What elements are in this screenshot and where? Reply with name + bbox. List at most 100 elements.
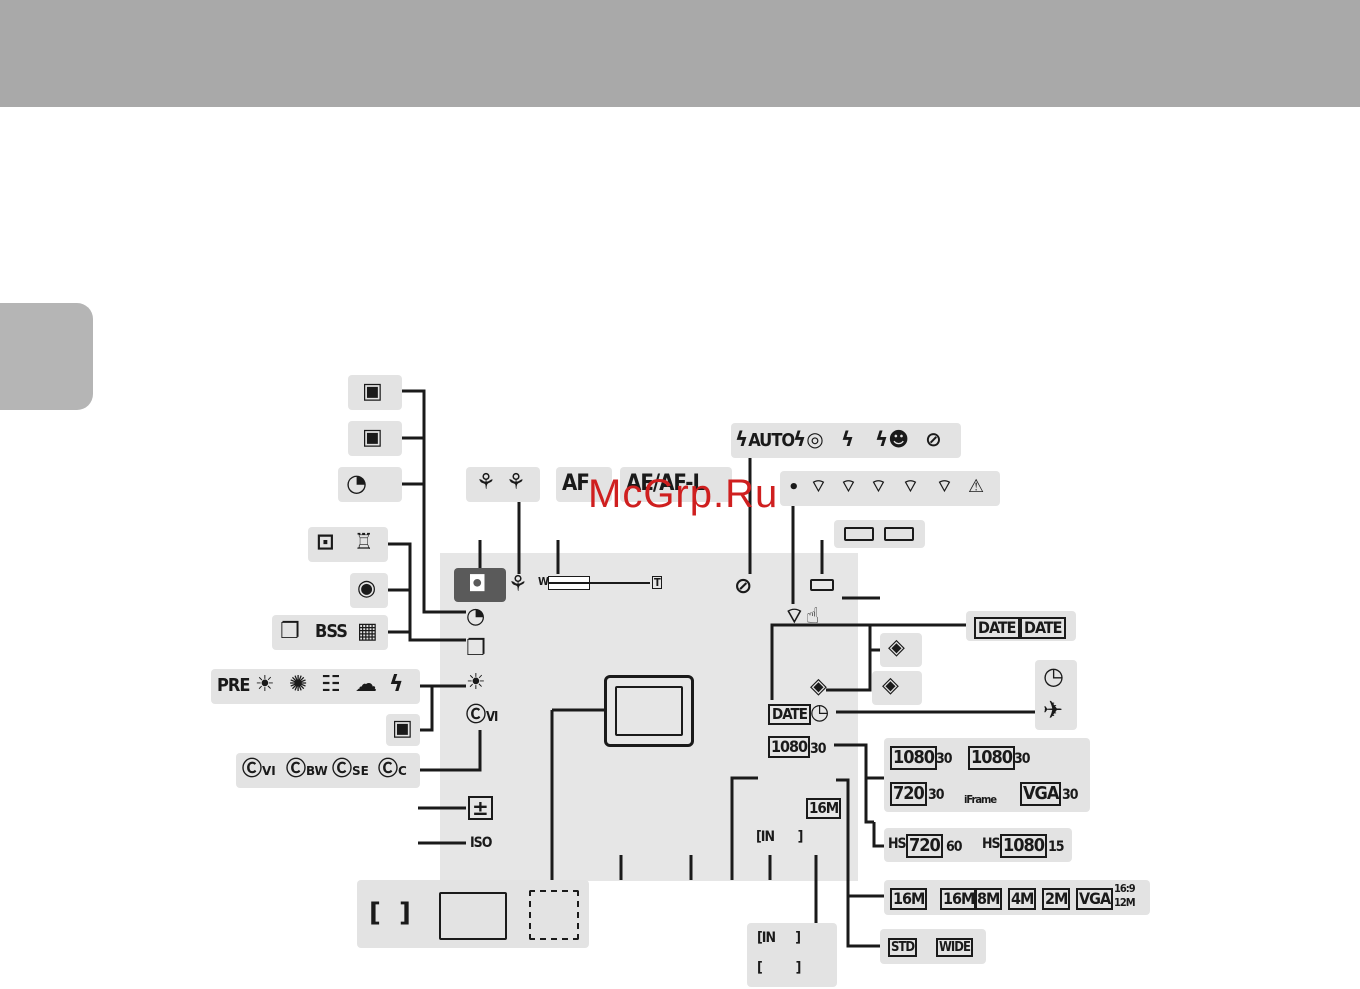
memory-card-icon: [ ]: [757, 960, 801, 976]
wifi-box: • ⌔ ⌔ ⌔ ⌔ ⌔ ⚠: [780, 471, 1000, 506]
effect-sepia-icon: ⒸSE: [332, 756, 369, 780]
movie-vga-fps: 30: [1062, 787, 1079, 803]
monitor-display: [440, 553, 858, 881]
self-timer-box: ◔: [338, 467, 402, 502]
memory-in-label: IN: [761, 930, 776, 946]
red-eye-icon: ϟ◎: [793, 427, 824, 451]
movie-1080-b: 1080: [968, 746, 1016, 770]
focus-bracket-icon: [ ]: [369, 898, 411, 928]
world-time-box: ◷ ✈: [1035, 660, 1077, 730]
effect-indicator-icon: ⒸVI: [466, 702, 498, 726]
ae-af-lock-label: AE/AF-L: [626, 471, 705, 496]
panorama-box: STD WIDE: [880, 929, 986, 964]
movie-size-indicator: 1080: [768, 736, 811, 758]
focus-area-box: [ ]: [357, 880, 589, 948]
macro-on-icon: ⚘: [508, 572, 528, 597]
effect-vi: VI: [262, 764, 276, 778]
hs-prefix-2: HS: [982, 836, 1001, 852]
macro-box: ⚘ ⚘: [466, 467, 540, 502]
battery-full-icon: [844, 527, 874, 541]
flash-fill-icon: ϟ: [841, 427, 855, 451]
date-label-2: DATE: [1020, 617, 1066, 639]
movie-iframe: iFrame: [964, 793, 997, 806]
incandescent-icon: ✺: [289, 672, 308, 697]
size-vga: VGA: [1076, 888, 1114, 910]
flash-indicator-icon: ⊘: [734, 574, 753, 599]
exposure-comp-icon: ±: [468, 796, 493, 820]
size-16m-star: 16M: [890, 888, 928, 910]
focus-frame-icon: [439, 892, 507, 940]
memory-box: [IN ] [ ]: [747, 923, 837, 987]
zoom-track: [548, 582, 650, 584]
clock-icon: ◷: [1043, 662, 1064, 690]
continuous-box: ❐ BSS ▦: [272, 615, 388, 650]
face-frame-icon: ⊡: [316, 530, 335, 555]
multi-shot-icon: ▦: [357, 619, 378, 644]
memory-indicator-label: IN: [760, 829, 775, 845]
blink-icon: ◉: [357, 576, 377, 601]
effect-cyanotype-icon: ⒸC: [378, 756, 407, 780]
hs-720-fps: 60: [946, 839, 963, 855]
fluorescent-icon: ☷: [321, 672, 341, 697]
wifi-1-icon: ⌔: [810, 476, 827, 497]
movie-options-box: 1080 30 1080 30 720 30 iFrame VGA 30: [884, 738, 1090, 812]
movie-fps-indicator: 30: [810, 741, 827, 757]
bss-label: BSS: [315, 621, 348, 642]
hs-720: 720: [906, 834, 943, 858]
motion-detect-icon: ◈: [888, 635, 905, 660]
af-box: AF: [556, 467, 612, 502]
memory-in-icon: [IN ]: [757, 930, 801, 946]
world-clock-indicator-icon: ◷: [810, 700, 830, 725]
motion-detect-alt-icon: ◈: [882, 673, 899, 698]
movie-720: 720: [890, 782, 927, 806]
hs-1080: 1080: [1000, 834, 1048, 858]
battery-low-icon: [884, 527, 914, 541]
scene-mode-indicator: ◘: [454, 568, 506, 602]
motion-detect-box: ◈: [880, 633, 922, 667]
watermark: McGrp.Ru: [588, 472, 779, 516]
effect-c: C: [398, 764, 407, 778]
effect-se: SE: [352, 764, 369, 778]
movie-vga: VGA: [1020, 782, 1062, 806]
focus-target-icon: [529, 890, 579, 940]
wifi-4-icon: ⌔: [902, 476, 919, 497]
vr-indicator-icon: ☝: [806, 604, 820, 629]
movie-1080-a: 1080: [890, 746, 938, 770]
date-label-1: DATE: [974, 617, 1020, 639]
hs-prefix-1: HS: [888, 836, 907, 852]
size-8m: 8M: [974, 888, 1003, 910]
wifi-2-icon: ⌔: [840, 476, 857, 497]
size-2m: 2M: [1042, 888, 1071, 910]
date-imprint-box: DATE DATE: [966, 611, 1076, 641]
af-label: AF: [562, 471, 590, 496]
wifi-off-icon: ⌔: [936, 476, 953, 497]
zoom-w: W: [538, 575, 549, 588]
image-size-box: 16M 16M 8M 4M 2M VGA 16:9 12M: [884, 880, 1150, 915]
effect-indicator-label: VI: [486, 710, 498, 725]
effect-bw: BW: [306, 764, 328, 778]
movie-1080-b-fps: 30: [1014, 751, 1031, 767]
wifi-warning-icon: ⚠: [968, 476, 985, 497]
size-4m: 4M: [1008, 888, 1037, 910]
backlight-box: ▣: [386, 714, 420, 746]
movie-720-fps: 30: [928, 787, 945, 803]
wifi-indicator-icon: ⌔: [784, 604, 805, 629]
smile-timer-box: ▣: [348, 421, 402, 456]
wifi-3-icon: ⌔: [870, 476, 887, 497]
flash-auto-icon: ϟAUTO: [735, 427, 795, 451]
airplane-icon: ✈: [1043, 696, 1064, 724]
flash-wb-icon: ϟ: [389, 672, 404, 697]
flash-mode-box: ϟAUTO ϟ◎ ϟ ϟ☻ ⊘: [731, 423, 961, 458]
self-timer-indicator-icon: ◔: [466, 604, 486, 629]
wb-indicator-icon: ☀: [466, 670, 486, 695]
size-12m: 12M: [1114, 896, 1136, 909]
pet-portrait-box: ▣: [348, 375, 402, 410]
motion-indicator-icon: ◈: [810, 674, 827, 699]
zoom-t: T: [652, 576, 662, 589]
pet-portrait-icon: ▣: [362, 379, 383, 404]
movie-1080-a-fps: 30: [936, 751, 953, 767]
continuous-icon: ❐: [280, 619, 300, 644]
wifi-dot-icon: •: [788, 477, 800, 498]
camera-stand-icon: ♖: [354, 530, 374, 555]
